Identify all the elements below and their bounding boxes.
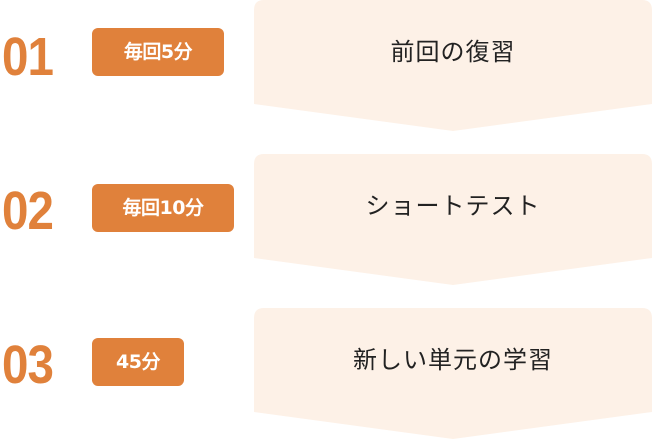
time-badge: 45分	[92, 338, 184, 386]
step-02: 02 毎回10分 ショートテスト	[0, 154, 652, 285]
step-label: 前回の復習	[390, 38, 516, 66]
step-box: ショートテスト	[254, 154, 652, 285]
step-number: 03	[2, 335, 54, 395]
step-label: ショートテスト	[365, 192, 541, 220]
step-number: 01	[2, 27, 54, 87]
chevron-box-shape	[254, 308, 652, 439]
step-03: 03 45分 新しい単元の学習	[0, 308, 652, 439]
chevron-box-shape	[254, 0, 652, 131]
step-label: 新しい単元の学習	[353, 346, 553, 374]
time-badge: 毎回5分	[92, 28, 224, 76]
step-box: 新しい単元の学習	[254, 308, 652, 439]
step-01: 01 毎回5分 前回の復習	[0, 0, 652, 131]
chevron-box-shape	[254, 154, 652, 285]
step-number: 02	[2, 181, 54, 241]
time-badge: 毎回10分	[92, 184, 234, 232]
step-box: 前回の復習	[254, 0, 652, 131]
